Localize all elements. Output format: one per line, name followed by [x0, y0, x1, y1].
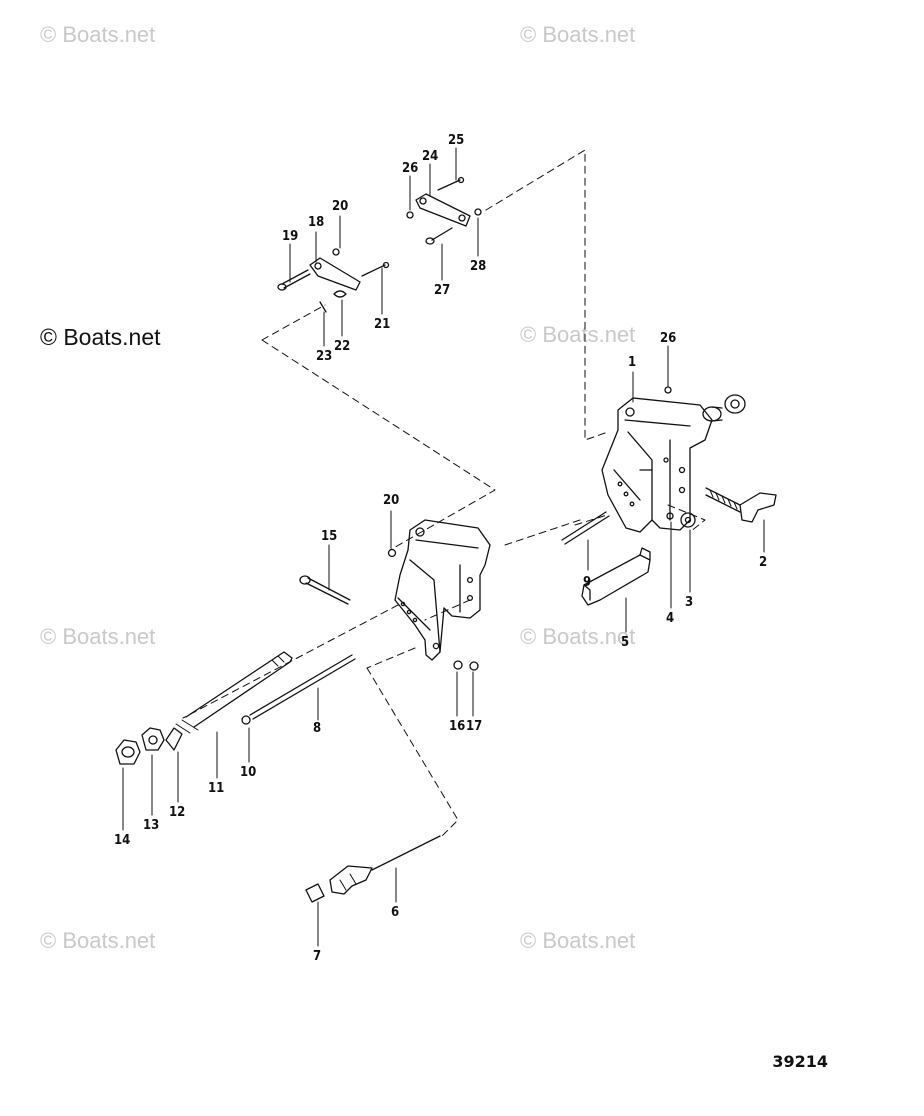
callout-label: 22: [334, 339, 350, 354]
thumb-screw: [705, 487, 777, 523]
callout-label: 6: [391, 905, 399, 920]
callout-label: 4: [666, 611, 674, 626]
washer-small: [453, 660, 463, 670]
nut-26-right: [664, 386, 672, 394]
link-24: [415, 193, 471, 227]
callout-label: 3: [685, 595, 693, 610]
clamp-bracket-right: [601, 397, 713, 533]
callout-label: 24: [422, 149, 438, 164]
callout-label: 9: [583, 575, 591, 590]
spring-22: [333, 290, 347, 298]
callout-label: 14: [114, 833, 130, 848]
bolt-19: [281, 269, 311, 289]
nut-small: [241, 715, 251, 725]
leader-lines: [122, 147, 765, 947]
watermark: © Boats.net: [520, 928, 636, 953]
rod: [249, 654, 356, 720]
hex-nut: [141, 727, 165, 751]
bolt-25: [437, 179, 461, 191]
nut-20-lower: [387, 548, 397, 558]
bushing-small: [305, 883, 325, 903]
callout-label: 25: [448, 133, 464, 148]
callout-label: 26: [660, 331, 676, 346]
pin-23: [319, 301, 327, 313]
callout-label: 18: [308, 215, 324, 230]
watermark: © Boats.net: [520, 22, 636, 47]
callout-label: 5: [621, 635, 629, 650]
callout-label: 21: [374, 317, 390, 332]
tab-washer: [165, 727, 183, 751]
callout-label: 19: [282, 229, 298, 244]
cable-end: [329, 835, 441, 895]
pin: [561, 511, 610, 545]
tilt-lock-lever: [581, 547, 651, 606]
callout-label: 12: [169, 805, 185, 820]
swivel-tube: [175, 651, 293, 734]
callout-label: 23: [316, 349, 332, 364]
callout-label: 7: [313, 949, 321, 964]
link-plate: [309, 257, 361, 291]
callout-label: 17: [466, 719, 482, 734]
diagram-number: 39214: [772, 1052, 828, 1071]
callout-label: 1: [628, 355, 636, 370]
callout-label: 10: [240, 765, 256, 780]
callout-label: 2: [759, 555, 767, 570]
cap-nut: [115, 739, 141, 765]
callout-label: 13: [143, 818, 159, 833]
callout-label: 11: [208, 781, 224, 796]
washer: [680, 512, 696, 528]
nut-26-top: [406, 211, 414, 219]
callout-label: 15: [321, 529, 337, 544]
callout-label: 27: [434, 283, 450, 298]
callout-label: 16: [449, 719, 465, 734]
bolt-long: [299, 575, 351, 605]
watermark: © Boats.net: [520, 322, 636, 347]
nut-small-2: [469, 661, 479, 671]
callout-label: 20: [383, 493, 399, 508]
watermark: © Boats.net: [40, 22, 156, 47]
callout-label: 8: [313, 721, 321, 736]
screw-21: [361, 264, 386, 277]
callout-labels: 1 2 3 4 5 6 7 8 9 10 11 12 13 14 15 16 1…: [114, 133, 767, 964]
watermark: © Boats.net: [40, 928, 156, 953]
watermark-main: © Boats.net: [40, 324, 161, 350]
callout-label: 20: [332, 199, 348, 214]
nut-20-upper: [332, 248, 340, 256]
watermark: © Boats.net: [520, 624, 636, 649]
bushing-knob: [702, 394, 746, 422]
callout-label: 28: [470, 259, 486, 274]
lock-washer: [666, 512, 674, 520]
washer-28: [474, 208, 482, 216]
assembly-dashed-lines: [182, 149, 706, 839]
clamp-bracket-left: [394, 519, 491, 661]
watermark: © Boats.net: [40, 624, 156, 649]
callout-label: 26: [402, 161, 418, 176]
bolt-27: [431, 227, 453, 241]
